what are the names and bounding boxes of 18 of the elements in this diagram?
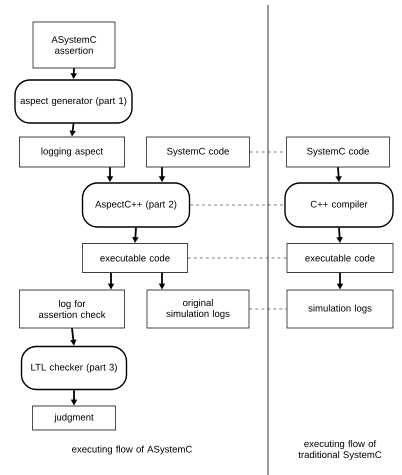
process-box: SystemC code [286,136,390,168]
process-terminal: aspect generator (part 1) [14,79,133,124]
process-box: SystemC code [146,136,250,168]
process-terminal: LTL checker (part 3) [20,346,128,390]
process-box: executable code [286,243,394,273]
process-box: log for assertion check [19,290,125,328]
process-box: ASystemC assertion [32,22,116,68]
caption-text: executing flow of traditional SystemC [298,440,382,460]
process-terminal: AspectC++ (part 2) [82,182,190,228]
process-terminal: C++ compiler [284,182,394,228]
dashed-connector [190,204,285,206]
process-box: simulation logs [286,290,394,328]
process-box: judgment [32,406,116,430]
process-box: executable code [82,243,188,273]
caption-text: executing flow of ASystemC [72,446,192,454]
process-box: logging aspect [19,136,125,168]
process-box: original simulation logs [146,290,250,328]
dashed-connector [249,308,287,310]
